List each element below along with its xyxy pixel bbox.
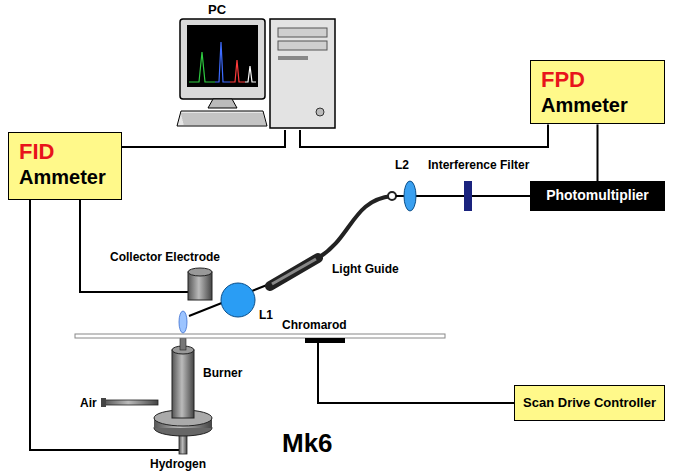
signal-wire	[122, 130, 285, 147]
part-label: L2	[395, 158, 409, 172]
keyboard-keys	[184, 124, 267, 125]
part-label: Interference Filter	[428, 158, 529, 172]
chromatogram-trace	[215, 42, 230, 82]
node-text: Photomultiplier	[538, 187, 657, 204]
computer-illustration	[175, 2, 340, 130]
part-label: Mk6	[282, 428, 333, 459]
hydrogen-wire	[30, 200, 183, 450]
part-label: Hydrogen	[150, 457, 206, 471]
part-label: Collector Electrode	[110, 250, 220, 264]
floppy-slot	[278, 56, 308, 60]
signal-wire	[300, 124, 548, 147]
light-guide-end	[388, 192, 396, 200]
node-text: Scan Drive Controller	[523, 395, 656, 411]
keyboard-keys	[183, 122, 265, 123]
part-label: Air	[80, 396, 97, 410]
node-text: FPD	[541, 67, 654, 93]
node-text: Ammeter	[541, 93, 654, 117]
monitor-stand	[208, 99, 237, 108]
scan-drive-wire	[318, 343, 515, 403]
pc-tower	[270, 19, 335, 128]
scan-drive-box: Scan Drive Controller	[514, 385, 665, 421]
monitor-screen	[187, 25, 258, 87]
node-text: FID	[19, 139, 111, 165]
drive-bay	[278, 28, 327, 37]
burner-jet	[180, 338, 186, 350]
interference-filter	[464, 181, 472, 211]
chromarod	[75, 334, 445, 338]
signal-wire	[597, 124, 599, 181]
keyboard-keys	[182, 118, 264, 119]
power-button	[316, 108, 324, 116]
node-text: PC	[208, 2, 340, 18]
air-pipe	[104, 400, 158, 405]
collector-top	[188, 268, 212, 276]
keyboard-keys	[181, 114, 263, 115]
keyboard-keys	[182, 116, 264, 117]
part-label: Light Guide	[332, 262, 399, 276]
part-label: L1	[259, 308, 273, 322]
photomultiplier-box: Photomultiplier	[530, 181, 665, 211]
monitor-bezel	[180, 19, 265, 99]
light-guide-shine	[272, 259, 316, 284]
burner-column	[172, 350, 194, 418]
lens-l1	[221, 283, 255, 317]
computer: PC	[175, 2, 340, 130]
part-label: Chromarod	[282, 318, 347, 332]
flame	[179, 311, 187, 333]
air-pipe-end	[101, 398, 106, 407]
chromatogram-trace	[245, 66, 256, 82]
fpd-ammeter-box: FPDAmmeter	[530, 60, 665, 124]
fid-ammeter-box: FIDAmmeter	[8, 132, 122, 200]
drive-bay	[278, 41, 327, 50]
light-guide-cable	[318, 196, 392, 258]
keyboard-keys	[183, 120, 265, 121]
rod-holder	[305, 338, 345, 343]
collector-wire	[80, 200, 188, 292]
light-guide-body	[270, 258, 318, 286]
keyboard	[177, 111, 267, 126]
lens-l2	[404, 181, 416, 211]
chromatogram-trace	[189, 52, 215, 82]
node-text: Ammeter	[19, 165, 111, 189]
part-label: Burner	[203, 366, 242, 380]
chromatogram-trace	[230, 60, 245, 82]
